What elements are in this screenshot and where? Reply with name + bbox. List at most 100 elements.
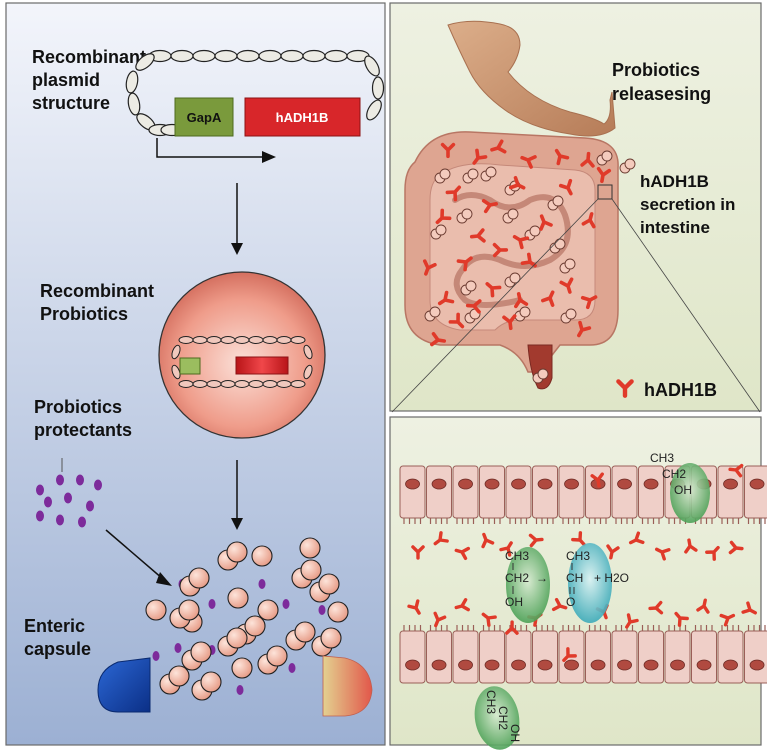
enzyme-icon xyxy=(469,228,486,243)
probiotic-ball xyxy=(327,601,349,623)
inner-plasmid-bead xyxy=(192,336,208,344)
ethanol-top-label: CH3 CH2 OH xyxy=(650,451,692,497)
inner-plasmid-bead xyxy=(171,364,181,380)
probiotics-label: Recombinant Probiotics xyxy=(40,281,159,324)
enzyme-icon xyxy=(606,544,620,560)
epithelial-cell xyxy=(479,630,505,684)
enzyme-arm xyxy=(728,540,744,555)
probiotic-bead xyxy=(485,166,497,178)
capsule-label: Enteric capsule xyxy=(24,616,91,659)
cell-nucleus xyxy=(564,478,579,490)
probiotic-ball xyxy=(168,665,190,687)
enzyme-arm xyxy=(728,463,744,478)
inner-plasmid-bead xyxy=(276,380,292,388)
epithelial-cell xyxy=(452,465,479,519)
plasmid-bead xyxy=(192,49,216,63)
enzyme-icon xyxy=(580,295,598,310)
enzyme-icon xyxy=(433,611,447,628)
probiotic-bead xyxy=(509,272,521,284)
probiotic-ball xyxy=(299,537,321,559)
probiotic-bead xyxy=(519,306,531,318)
enzyme-icon xyxy=(411,545,425,560)
enzyme-arm xyxy=(628,531,645,545)
enzyme-icon xyxy=(528,533,544,548)
enzyme-arm xyxy=(502,314,517,331)
probiotic-ball xyxy=(244,615,266,637)
inner-plasmid-bead xyxy=(262,336,278,344)
enzyme-arm xyxy=(514,292,529,309)
enzyme-icon xyxy=(472,148,488,165)
enzyme-icon xyxy=(505,620,519,635)
enzyme-icon xyxy=(456,256,473,272)
enzyme-arm xyxy=(606,544,620,560)
zoom-box xyxy=(597,184,613,200)
enzyme-icon xyxy=(559,277,574,294)
enzyme-arm xyxy=(481,612,497,627)
enzyme-arm xyxy=(580,151,595,168)
enzyme-icon xyxy=(628,531,645,545)
probiotic-ball xyxy=(266,645,288,667)
probiotic-bead xyxy=(554,238,566,250)
cell-nucleus xyxy=(749,659,765,671)
enzyme-arm xyxy=(625,613,639,629)
cell-nucleus xyxy=(405,478,420,490)
enzyme-arm xyxy=(485,282,502,298)
enzyme-icon xyxy=(719,613,736,627)
protectant-dot xyxy=(208,599,216,609)
epithelial-cell xyxy=(611,465,638,519)
plasmid-label: Recombinant plasmid structure xyxy=(32,47,151,113)
enzyme-icon xyxy=(539,214,553,231)
inner-plasmid-bead xyxy=(178,380,194,388)
enzyme-arm xyxy=(512,234,530,250)
plasmid-bead xyxy=(324,49,348,63)
enzyme-icon xyxy=(430,332,447,347)
ethanol-molecule xyxy=(506,547,550,623)
enzyme-icon xyxy=(481,532,495,549)
cell-nucleus xyxy=(564,659,579,671)
enzyme-arm xyxy=(520,155,537,169)
enzyme-arm xyxy=(435,208,452,225)
enzyme-arm xyxy=(558,178,573,196)
secretion-label: hADH1B secretion in intestine xyxy=(640,172,740,237)
inner-plasmid-bead xyxy=(220,380,236,388)
enzyme-icon xyxy=(554,148,570,166)
epithelial-cell xyxy=(744,465,767,519)
probiotic-ball xyxy=(227,587,249,609)
probiotic-bead xyxy=(507,208,519,220)
plasmid-ring xyxy=(125,49,385,137)
cell-nucleus xyxy=(670,659,685,671)
epithelial-cell xyxy=(638,465,664,519)
enzyme-icon xyxy=(440,142,456,159)
transcription-arrowhead xyxy=(262,151,276,163)
inner-plasmid-bead xyxy=(220,336,236,344)
enzyme-arm xyxy=(654,547,671,561)
epithelial-cell xyxy=(638,630,664,684)
protectant-dot xyxy=(288,663,296,673)
inner-plasmid-bead xyxy=(248,380,264,388)
inner-plasmid-bead xyxy=(262,380,278,388)
inner-plasmid-bead xyxy=(290,336,306,344)
enzyme-icon xyxy=(705,545,720,561)
enzyme-icon xyxy=(684,538,698,554)
cell-nucleus xyxy=(643,659,659,671)
probiotic-ball xyxy=(200,671,222,693)
legend-enzyme-glyph xyxy=(616,379,634,398)
inner-plasmid-bead xyxy=(303,364,313,380)
epithelial-cell xyxy=(664,630,691,684)
probiotic-ball xyxy=(318,573,340,595)
enzyme-arm xyxy=(562,647,577,662)
cell-nucleus xyxy=(749,478,765,490)
enzyme-arm xyxy=(433,531,449,546)
probiotic-bead xyxy=(429,306,441,318)
cell-nucleus xyxy=(617,659,632,671)
cell-nucleus xyxy=(511,478,526,490)
enzyme-arm xyxy=(499,541,513,557)
probiotic-bead xyxy=(439,168,451,180)
cell-nucleus xyxy=(458,478,473,490)
enzyme-icon xyxy=(696,598,710,614)
enzyme-icon xyxy=(541,290,555,307)
enzyme-arm xyxy=(528,533,544,548)
probiotic-bead xyxy=(467,168,479,180)
protectant-dot xyxy=(258,579,266,589)
ethanol-bottom-label: CH3 CH2 OH xyxy=(484,690,522,742)
